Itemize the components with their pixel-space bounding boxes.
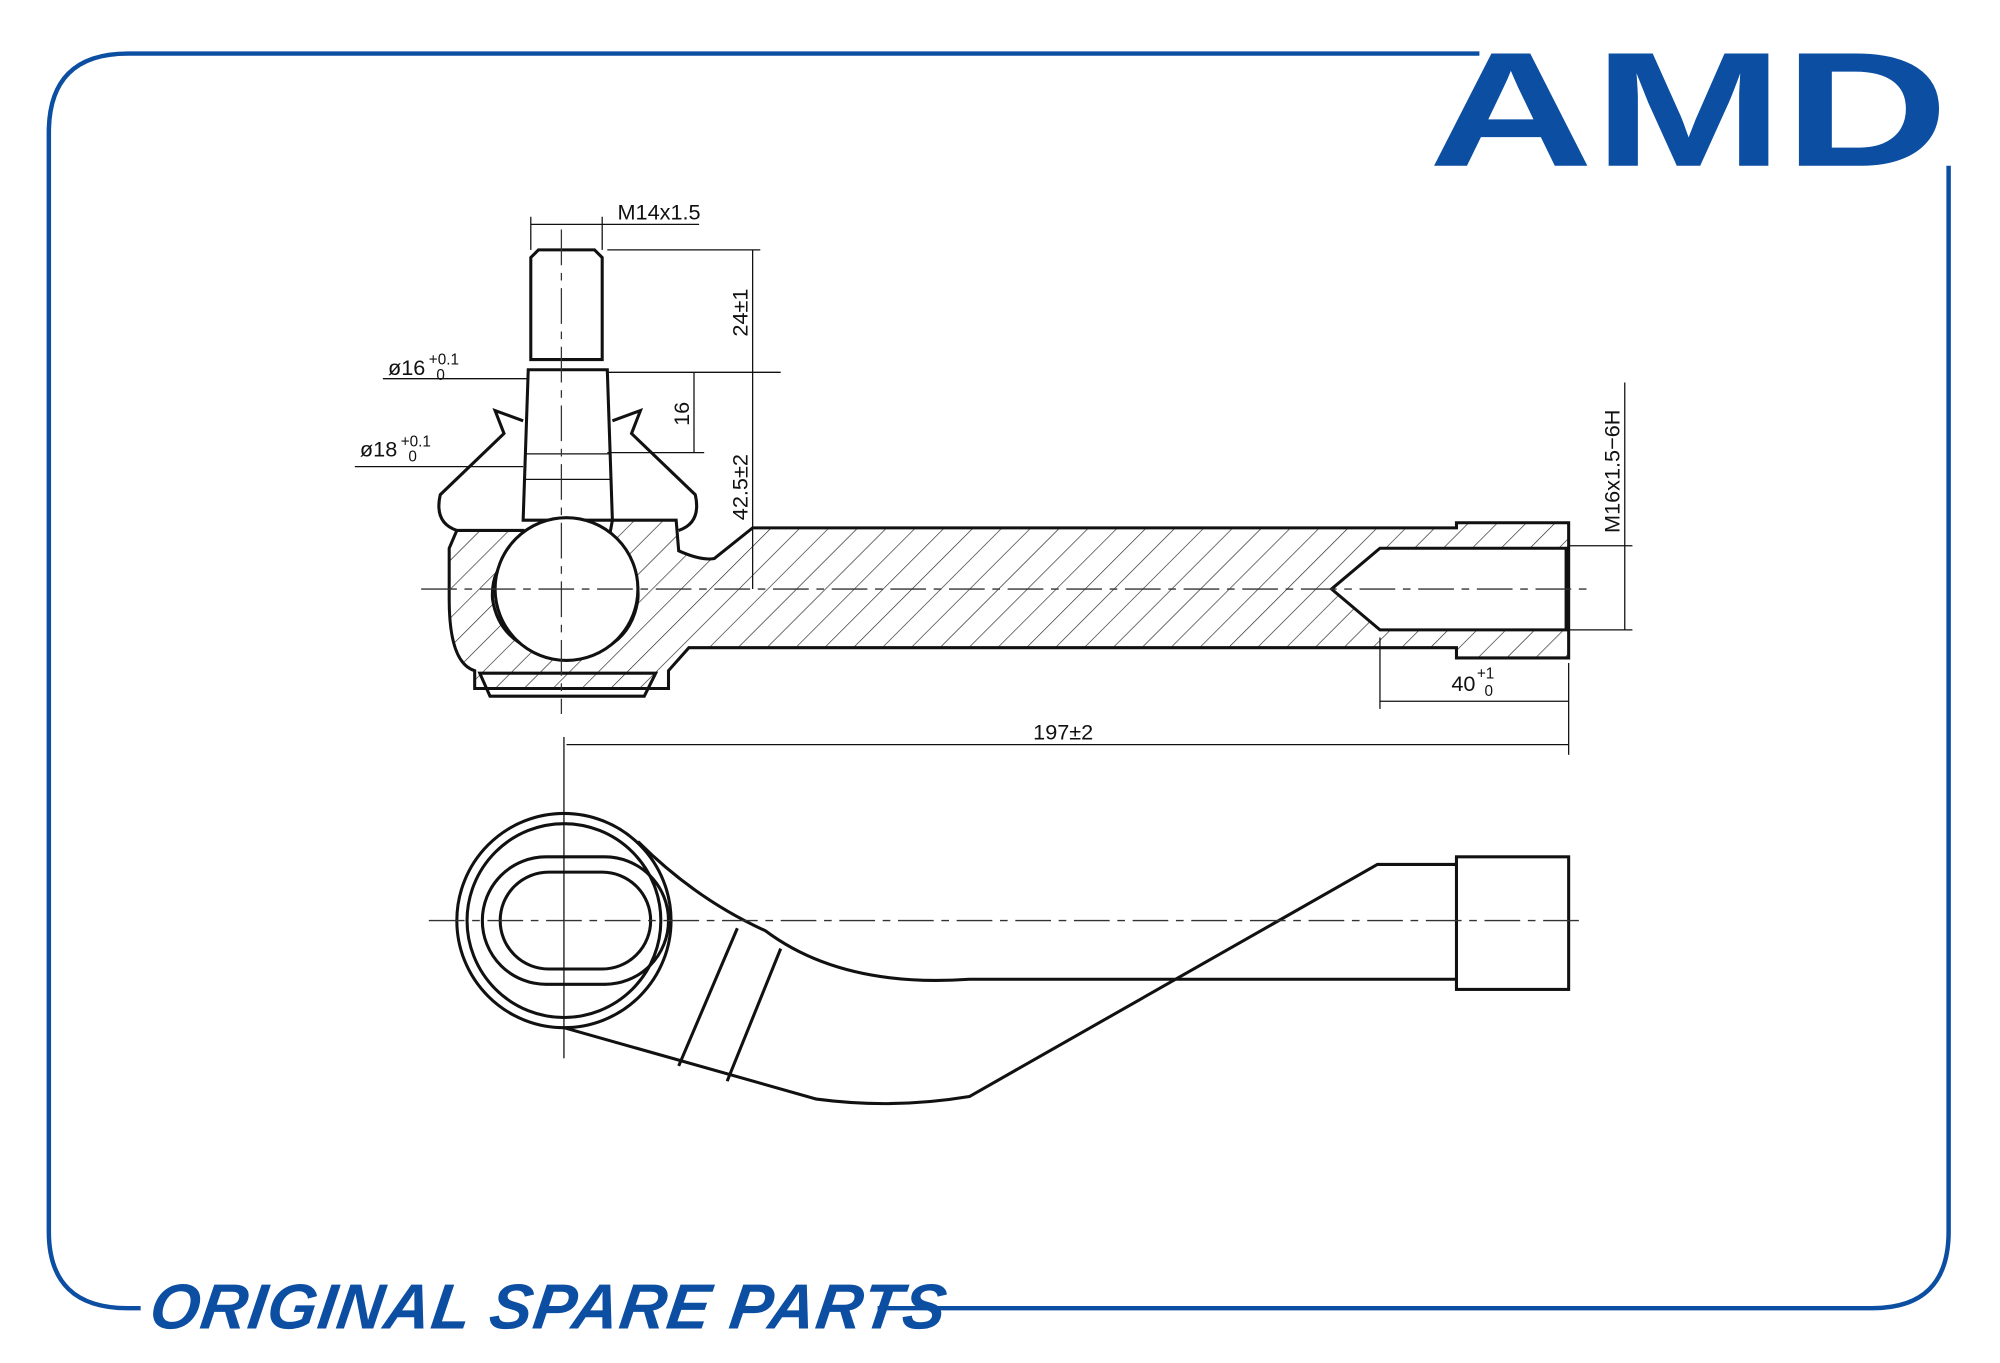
side-section-view	[421, 229, 1595, 715]
bottom-cap	[477, 671, 659, 698]
thread-depth-lower: 0	[1485, 683, 1494, 700]
thread-depth-label: 40 +1 0	[1451, 665, 1494, 700]
height-to-axis-label: 42.5±2	[728, 454, 753, 520]
arm-section-line	[725, 948, 783, 1082]
arm-section-line	[677, 927, 739, 1067]
slogan: ORIGINAL SPARE PARTS	[146, 1271, 952, 1343]
frame-border	[46, 51, 1951, 1311]
taper-large-diameter-base: ø18	[360, 436, 397, 461]
taper-small-diameter-label: ø16 +0.1 0	[388, 352, 459, 384]
taper-large-diameter-label: ø18 +0.1 0	[360, 433, 431, 465]
dimension-lines	[354, 216, 1633, 1059]
thread-depth-upper: +1	[1477, 665, 1494, 682]
stud-taper	[521, 368, 614, 522]
taper-large-diameter-upper: +0.1	[401, 433, 431, 450]
amd-logo: AMD	[1428, 18, 1948, 201]
taper-small-diameter-base: ø16	[388, 355, 425, 380]
dust-boot-right	[611, 407, 699, 532]
arm-lower-edge	[563, 862, 1457, 1106]
taper-length-label: 16	[669, 402, 694, 426]
threaded-end	[1454, 855, 1571, 991]
eye-inner-circle	[465, 822, 663, 1019]
overall-length-label: 197±2	[1033, 720, 1093, 745]
thread-depth-base: 40	[1451, 671, 1475, 696]
logo-text: AMD	[1428, 18, 1948, 201]
plan-view	[428, 811, 1584, 1106]
arm-upper-edge	[636, 840, 1457, 982]
stud-thread	[529, 248, 604, 362]
dust-boot-left	[437, 407, 524, 532]
taper-small-diameter-lower: 0	[436, 367, 445, 384]
stud-thread-label: M14x1.5	[617, 199, 700, 224]
inner-thread-label: M16x1.5−6H	[1600, 410, 1625, 533]
taper-large-diameter-lower: 0	[408, 449, 417, 466]
taper-small-diameter-upper: +0.1	[429, 352, 459, 369]
stud-length-label: 24±1	[728, 289, 753, 337]
